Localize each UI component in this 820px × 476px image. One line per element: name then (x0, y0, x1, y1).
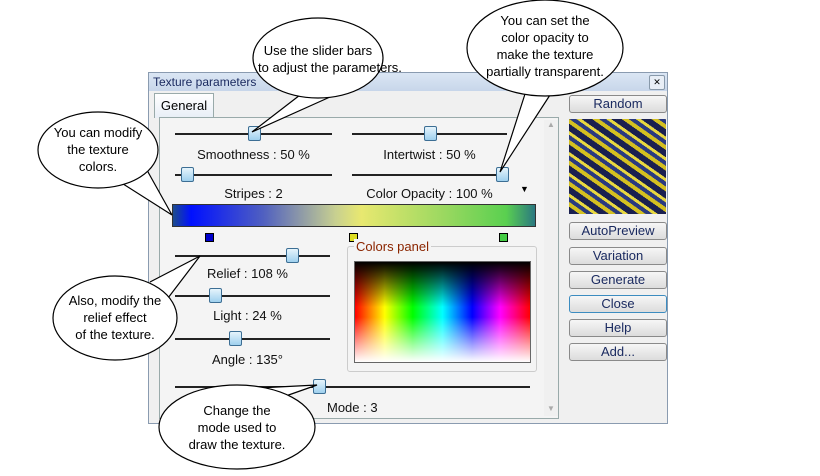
callout-slider-text: Use the slider bars to adjust the paramet… (258, 42, 402, 76)
light-label: Light : 24 % (213, 308, 282, 323)
angle-slider[interactable] (175, 331, 330, 346)
slider-thumb[interactable] (181, 167, 194, 182)
callout-colors-bubble (37, 111, 159, 189)
callout-line: Change the (203, 403, 271, 418)
dropdown-arrow-icon[interactable]: ▼ (520, 184, 529, 194)
callout-line: color opacity to (501, 30, 589, 45)
color-stop[interactable] (499, 233, 508, 242)
slider-thumb[interactable] (229, 331, 242, 346)
angle-label: Angle : 135° (212, 352, 283, 367)
callout-slider-bubble (252, 17, 384, 99)
callout-line: make the texture (496, 47, 594, 62)
stripes-label: Stripes : 2 (224, 186, 283, 201)
help-button[interactable]: Help (569, 319, 667, 337)
callout-tail (499, 93, 551, 173)
callout-opacity-bubble (466, 0, 624, 97)
callout-line: draw the texture. (188, 437, 286, 452)
texture-preview (569, 119, 666, 214)
callout-tail (149, 255, 201, 299)
dialog-title: Texture parameters (153, 75, 257, 89)
color-stop[interactable] (205, 233, 214, 242)
scroll-up-icon[interactable]: ▲ (547, 120, 555, 129)
callout-line: colors. (78, 159, 118, 174)
callout-colors-text: You can modify the texture colors. (48, 124, 148, 175)
random-button[interactable]: Random (569, 95, 667, 113)
callout-line: the texture (67, 142, 129, 157)
callout-tail (251, 94, 331, 133)
callout-line: to adjust the parameters. (258, 60, 402, 75)
color-stop[interactable] (349, 233, 358, 242)
mode-label: Mode : 3 (327, 400, 378, 415)
callout-line: You can modify (53, 125, 143, 140)
smoothness-label: Smoothness : 50 % (197, 147, 310, 162)
close-button[interactable]: Close (569, 295, 667, 313)
color-opacity-label: Color Opacity : 100 % (366, 186, 493, 201)
callout-line: mode used to (197, 420, 277, 435)
callout-relief-text: Also, modify the relief effect of the text… (60, 292, 170, 343)
intertwist-label: Intertwist : 50 % (383, 147, 476, 162)
general-panel: ▲ ▼ Smoothness : 50 % Intertwist : 50 % … (159, 117, 559, 419)
light-slider[interactable] (175, 288, 330, 303)
callout-opacity-text: You can set the color opacity to make the … (475, 12, 615, 80)
intertwist-slider[interactable] (352, 126, 507, 141)
close-icon[interactable]: ✕ (649, 75, 665, 90)
slider-thumb[interactable] (424, 126, 437, 141)
callout-mode-text: Change the mode used to draw the texture. (177, 402, 297, 453)
relief-slider[interactable] (175, 248, 330, 263)
slider-thumb[interactable] (286, 248, 299, 263)
callout-line: relief effect (83, 310, 147, 325)
callout-tail (257, 384, 318, 399)
variation-button[interactable]: Variation (569, 247, 667, 265)
mode-slider[interactable] (175, 379, 530, 394)
color-gradient-bar[interactable] (172, 204, 536, 227)
callout-line: Use the slider bars (263, 43, 373, 58)
callout-line: partially transparent. (486, 64, 604, 79)
slider-thumb[interactable] (209, 288, 222, 303)
callout-relief-bubble (52, 275, 178, 361)
add-button[interactable]: Add... (569, 343, 667, 361)
relief-label: Relief : 108 % (207, 266, 288, 281)
scroll-down-icon[interactable]: ▼ (547, 404, 555, 413)
colors-panel-label: Colors panel (354, 239, 431, 254)
callout-line: Also, modify the (68, 293, 162, 308)
callout-line: You can set the (500, 13, 590, 28)
vertical-scrollbar[interactable]: ▲ ▼ (544, 120, 558, 416)
colors-panel: Colors panel (347, 239, 537, 372)
callout-line: of the texture. (75, 327, 155, 342)
generate-button[interactable]: Generate (569, 271, 667, 289)
color-spectrum-picker[interactable] (354, 261, 531, 363)
stripes-slider[interactable] (175, 167, 332, 182)
callout-mode-bubble (158, 384, 316, 470)
callout-tail (119, 171, 173, 216)
autopreview-button[interactable]: AutoPreview (569, 222, 667, 240)
tab-general[interactable]: General (154, 93, 214, 118)
